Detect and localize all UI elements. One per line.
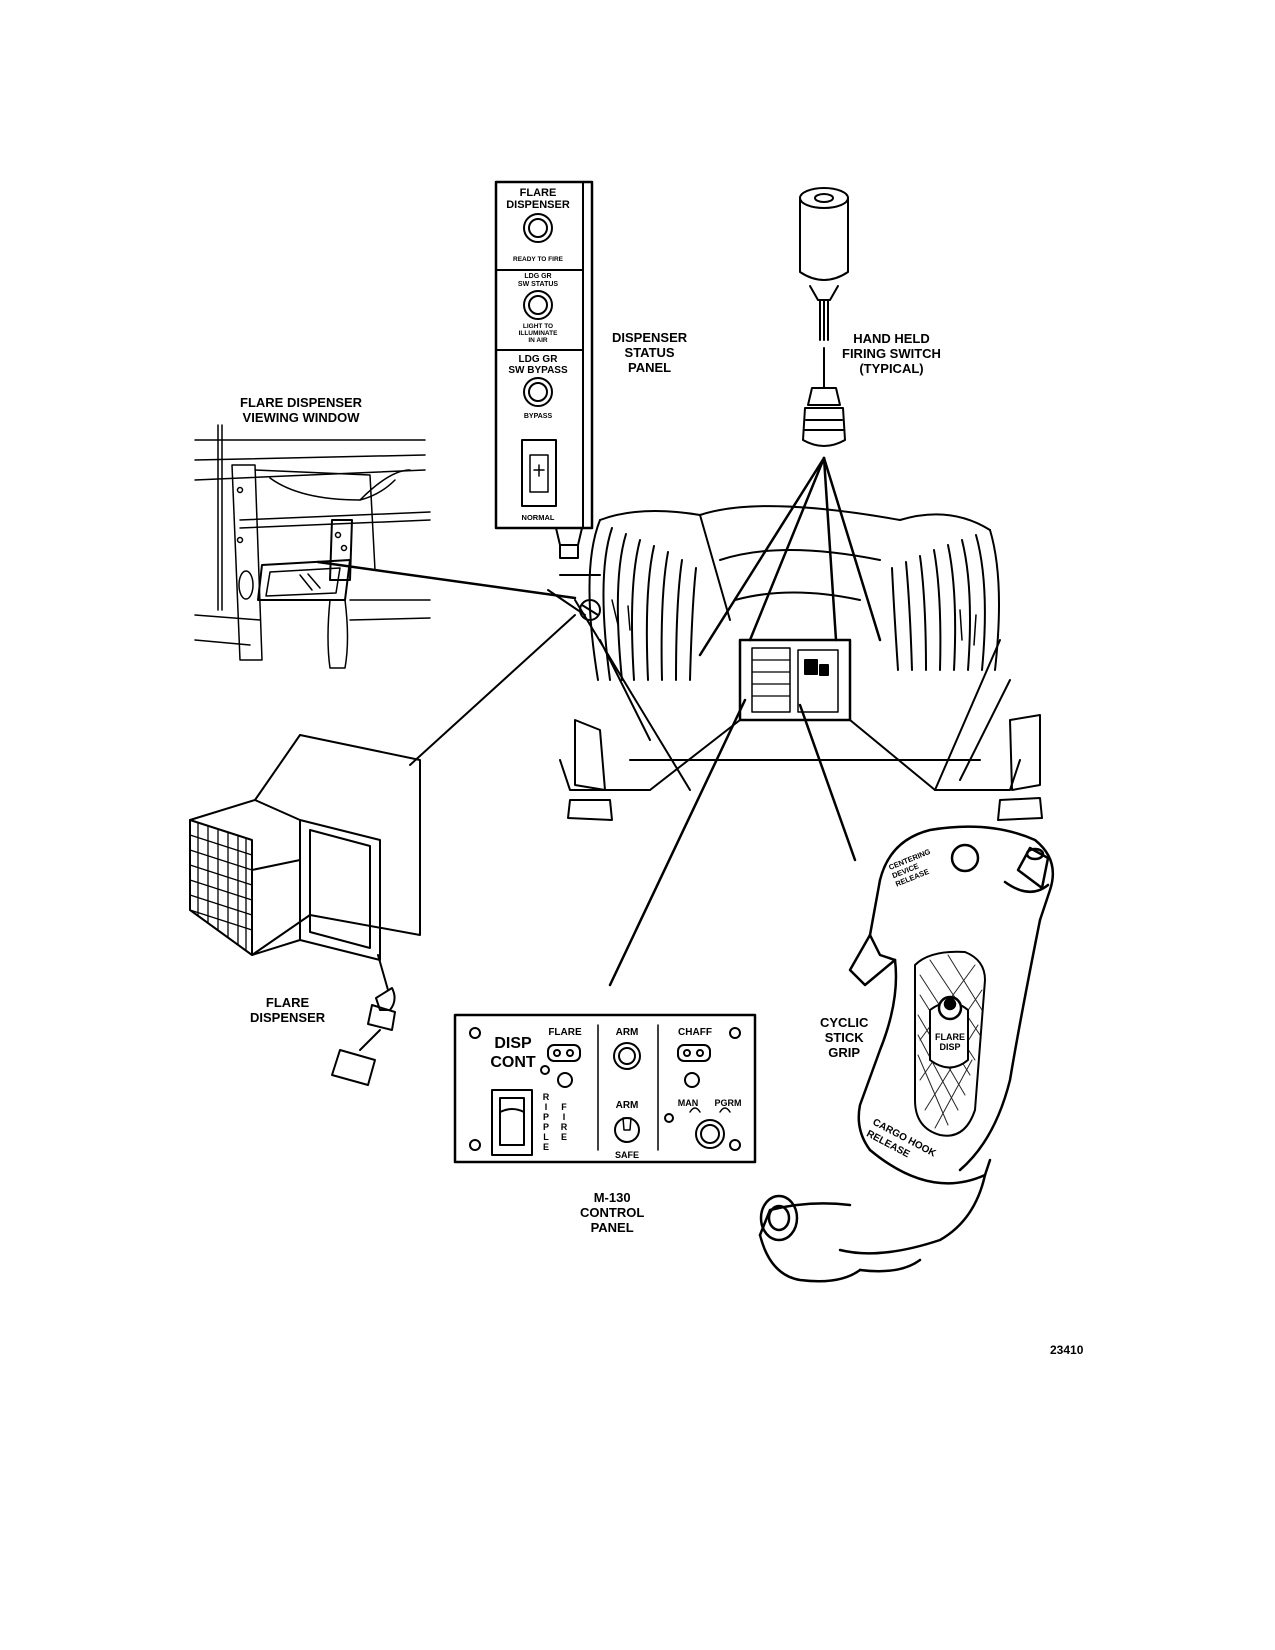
text-line: DISP <box>939 1042 960 1052</box>
m130-man-label: MAN <box>678 1098 699 1108</box>
ldg-gr-status-light <box>523 290 553 320</box>
text-line: ILLUMINATE <box>519 330 559 337</box>
text-line: SW BYPASS <box>508 365 568 376</box>
cabin-interior <box>547 505 1043 821</box>
text-letter: L <box>543 1132 549 1142</box>
status-panel-section3-caption: BYPASS <box>524 413 553 420</box>
m130-control-panel <box>453 1013 757 1164</box>
callout-line: FLARE DISPENSER <box>240 395 363 410</box>
text-line: LDG GR <box>524 273 551 280</box>
callout-line: (TYPICAL) <box>859 361 924 376</box>
text-line: FLARE <box>520 187 557 199</box>
callout-line: STATUS <box>624 345 675 360</box>
text-line: IN AIR <box>528 337 548 344</box>
bypass-toggle-guard <box>521 439 557 507</box>
flare-dispenser-box <box>189 734 421 1086</box>
ready-to-fire-light <box>523 213 553 243</box>
viewing-window-detail <box>194 424 431 669</box>
text-line: LDG GR <box>519 354 559 365</box>
m130-chaff-label: CHAFF <box>678 1027 712 1038</box>
text-line: SW STATUS <box>518 281 559 288</box>
m130-title: DISP CONT <box>490 1035 536 1071</box>
dispenser-status-panel <box>494 180 594 559</box>
grip-centering-label: CENTERINGDEVICERELEASE <box>887 847 938 889</box>
callout-line: VIEWING WINDOW <box>242 410 360 425</box>
text-letter: R <box>561 1122 568 1132</box>
figure-number: 23410 <box>1050 1343 1084 1357</box>
m130-flare-label: FLARE <box>548 1027 582 1038</box>
m130-arm-mid-label: ARM <box>616 1100 639 1111</box>
callout-line: GRIP <box>828 1045 861 1060</box>
text-letter: I <box>545 1102 548 1112</box>
callout-line: FLARE <box>265 995 310 1010</box>
callout-line: M-130 <box>593 1190 631 1205</box>
callout-line: PANEL <box>590 1220 634 1235</box>
ldg-gr-bypass-light <box>523 377 553 407</box>
callout-line: HAND HELD <box>853 331 930 346</box>
text-letter: P <box>543 1112 549 1122</box>
callout-line: FIRING SWITCH <box>842 346 941 361</box>
m130-pgrm-label: PGRM <box>715 1098 742 1108</box>
text-line: FLARE <box>935 1032 965 1042</box>
switch-leader-lines <box>698 456 882 657</box>
m130-arm-top-label: ARM <box>616 1027 639 1038</box>
status-panel-switch-caption: NORMAL <box>522 513 555 522</box>
callout-line: CONTROL <box>580 1205 645 1220</box>
status-panel-section1-caption: READY TO FIRE <box>513 256 564 263</box>
callout-line: PANEL <box>628 360 672 375</box>
callout-line: DISPENSER <box>612 330 688 345</box>
text-letter: P <box>543 1122 549 1132</box>
text-letter: F <box>561 1102 567 1112</box>
text-line: DISPENSER <box>506 199 570 211</box>
text-line: DISP <box>494 1035 532 1052</box>
m130-safe-label: SAFE <box>615 1150 639 1160</box>
grip-cargo-hook-label: CARGO HOOKRELEASE <box>864 1117 938 1171</box>
callout-line: DISPENSER <box>250 1010 326 1025</box>
callout-line: STICK <box>824 1030 864 1045</box>
ripple-fire-guard <box>491 1089 533 1156</box>
text-letter: R <box>543 1092 550 1102</box>
text-line: CONT <box>490 1054 536 1071</box>
cyclic-stick-grip <box>758 825 1055 1283</box>
text-letter: E <box>543 1142 549 1152</box>
text-letter: I <box>563 1112 566 1122</box>
hand-held-firing-switch <box>799 187 849 447</box>
callout-line: CYCLIC <box>820 1015 869 1030</box>
text-letter: E <box>561 1132 567 1142</box>
text-line: LIGHT TO <box>523 323 553 330</box>
